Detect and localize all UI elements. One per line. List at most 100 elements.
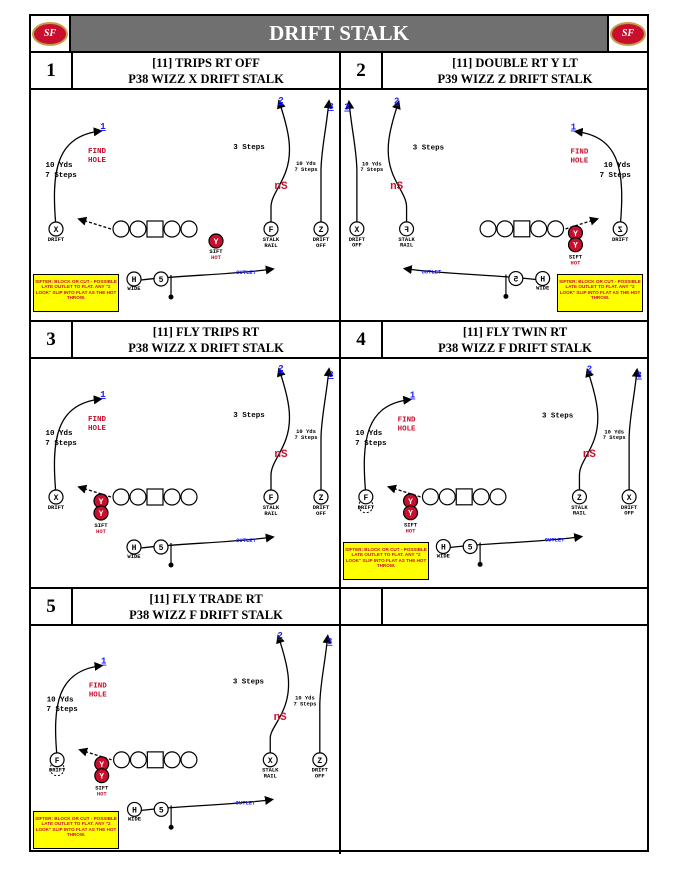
player-f <box>263 489 279 505</box>
drift-route <box>53 127 103 228</box>
off-label: OFF <box>624 510 634 517</box>
ns-label: nS <box>583 449 597 461</box>
player-x <box>48 221 64 237</box>
route-number: 2 <box>587 365 592 375</box>
drift-label: DRIFT <box>621 504 638 511</box>
page-title: DRIFT STALK <box>269 21 409 45</box>
7-steps-label: 7 Steps <box>360 166 383 173</box>
player-letter: F <box>269 226 274 235</box>
stalk-label: STALK <box>263 504 280 511</box>
route-number: 1 <box>100 390 106 400</box>
qb-spot <box>168 294 174 300</box>
row-divider <box>31 320 647 322</box>
wide-label: WIDE <box>128 815 142 822</box>
route-number: 2 <box>278 364 283 374</box>
off-route <box>345 99 358 227</box>
hole-label: HOLE <box>398 425 416 433</box>
10-yds-label: 10 Yds <box>45 430 73 438</box>
7-steps-label: 7 Steps <box>600 172 632 180</box>
player-y <box>94 768 110 784</box>
3-steps-label: 3 Steps <box>233 678 264 686</box>
player-letter: Z <box>618 226 623 235</box>
drift-label: DRIFT <box>358 504 375 511</box>
hot-label: HOT <box>571 260 582 267</box>
7-steps-label: 7 Steps <box>45 172 77 180</box>
sift-label: SIFT <box>569 254 583 261</box>
play-cell-6 <box>341 589 647 852</box>
7-steps-label: 7 Steps <box>46 706 77 714</box>
stalk-label: STALK <box>398 236 415 243</box>
lineman <box>547 220 565 238</box>
player-z <box>312 752 328 768</box>
lineman <box>530 220 548 238</box>
hole-label: HOLE <box>88 425 107 433</box>
off-label: OFF <box>316 510 326 517</box>
drift-label: DRIFT <box>612 236 629 243</box>
player-letter: 5 <box>159 276 164 285</box>
drift-route <box>363 395 413 495</box>
player-letter: Y <box>408 498 413 507</box>
sift-label: SIFT <box>94 522 108 529</box>
player-letter: X <box>268 757 273 766</box>
find-label: FIND <box>88 416 107 424</box>
rail-label: RAIL <box>264 510 278 517</box>
play-number <box>341 589 383 626</box>
find-label: FIND <box>571 148 589 156</box>
sift-label: SIFT <box>209 248 223 255</box>
formation-line: [11] FLY TRIPS RT <box>152 325 260 339</box>
find-label: FIND <box>89 682 107 690</box>
stalk-route <box>270 367 291 495</box>
team-logo-right: SF <box>607 16 647 51</box>
center-square <box>146 488 164 506</box>
lineman <box>129 751 147 769</box>
play-number: 4 <box>341 322 383 359</box>
lineman <box>180 751 198 769</box>
player-letter: 5 <box>513 276 518 285</box>
off-route <box>320 367 333 495</box>
logo-oval: SF <box>610 21 646 46</box>
player-letter: H <box>132 806 137 815</box>
player-z <box>313 489 329 505</box>
hole-label: HOLE <box>89 691 107 699</box>
center-square <box>146 751 164 769</box>
qb-spot <box>168 824 174 830</box>
sift-label: SIFT <box>95 785 109 792</box>
lineman <box>163 220 181 238</box>
player-letter: H <box>132 544 137 553</box>
sift-label: SIFT <box>404 522 418 529</box>
stalk-route <box>270 99 291 227</box>
off-label: OFF <box>352 242 362 249</box>
drift-label: DRIFT <box>313 504 330 511</box>
off-label: OFF <box>316 242 326 249</box>
player-letter: F <box>269 494 274 503</box>
play-title <box>383 589 647 626</box>
player-letter: Y <box>573 242 578 251</box>
outlet-label: OUTLET <box>545 537 565 544</box>
drift-label: DRIFT <box>48 504 65 511</box>
play-number: 3 <box>31 322 73 359</box>
sifter-note: SIFTER: BLOCK OR CUT - POSSIBLE LATE OUT… <box>557 274 643 312</box>
sifter-note: SIFTER: BLOCK OR CUT - POSSIBLE LATE OUT… <box>343 542 429 580</box>
lineman <box>180 488 198 506</box>
route-number: 3 <box>636 371 641 381</box>
lineman <box>438 488 456 506</box>
player-h <box>435 538 451 555</box>
rail-label: RAIL <box>573 510 586 517</box>
player-5 <box>153 539 169 555</box>
drift-label: DRIFT <box>313 236 330 243</box>
lineman <box>129 488 147 506</box>
ns-label: nS <box>274 712 288 724</box>
